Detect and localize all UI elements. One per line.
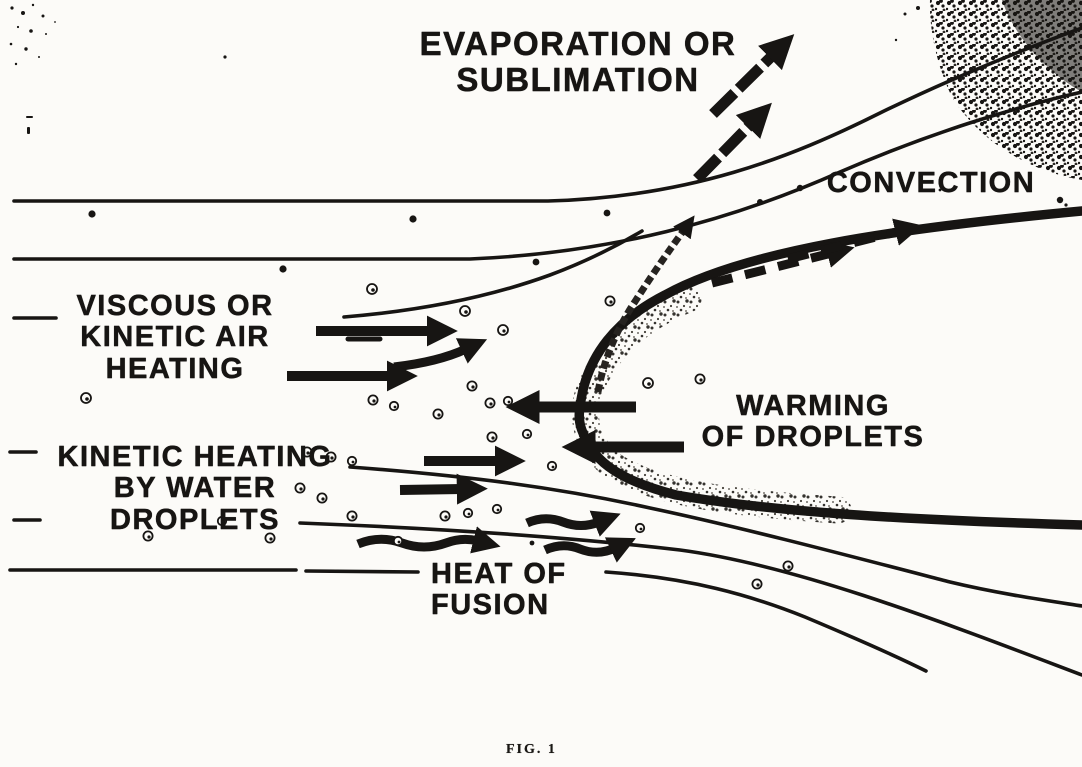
label-convection: CONVECTION	[826, 167, 1036, 199]
label-warming-of-droplets: WARMING OF DROPLETS	[701, 390, 925, 454]
kinetic-air-heating-arrows	[287, 315, 488, 392]
evaporation-arrows	[693, 34, 795, 183]
water-droplets	[80, 184, 1064, 590]
label-viscous-kinetic-air-heating: VISCOUS OR KINETIC AIR HEATING	[76, 290, 274, 385]
scan-noise-top-right	[894, 0, 1082, 207]
warming-of-droplets-arrows	[505, 389, 684, 465]
label-heat-of-fusion: HEAT OF FUSION	[431, 558, 567, 622]
airfoil-leading-edge	[574, 206, 1082, 530]
runback-water-arrow	[594, 215, 695, 393]
kinetic-water-heating-arrows	[399, 445, 526, 505]
airflow-streamlines	[8, 26, 1082, 677]
convection-arrows	[710, 218, 923, 288]
scan-noise-top-left	[9, 3, 227, 134]
label-evaporation-or-sublimation: EVAPORATION OR SUBLIMATION	[419, 25, 737, 98]
figure-caption: FIG. 1	[506, 742, 557, 757]
heat-of-fusion-arrows	[356, 510, 637, 563]
label-kinetic-heating-by-water-droplets: KINETIC HEATING BY WATER DROPLETS	[57, 441, 333, 536]
